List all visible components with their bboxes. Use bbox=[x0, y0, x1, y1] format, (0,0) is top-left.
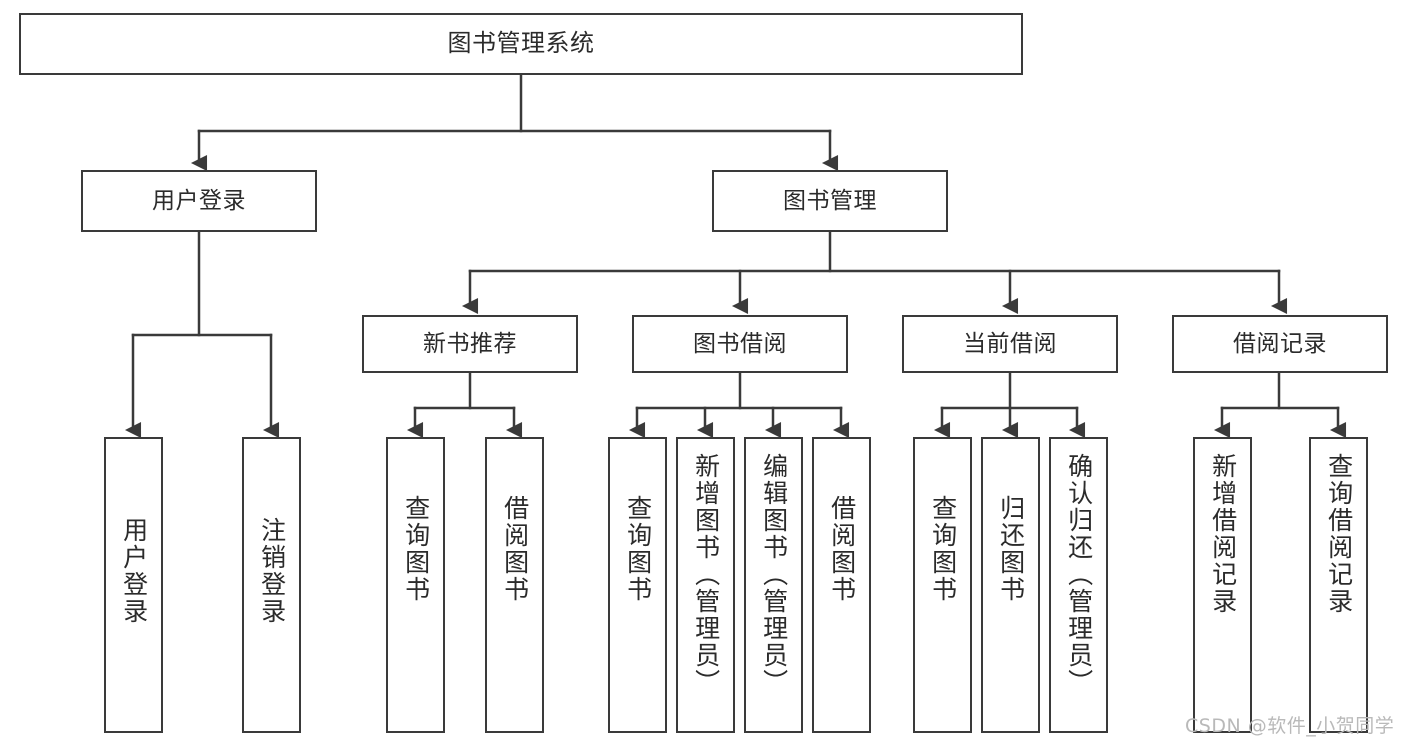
node-label: 新书推荐 bbox=[423, 330, 517, 357]
node-label: 图书管理系统 bbox=[447, 29, 595, 58]
node-label: 查询图书 bbox=[623, 495, 653, 603]
leaf-current-borrow-return[interactable]: 归还图书 bbox=[981, 437, 1040, 733]
leaf-current-borrow-query[interactable]: 查询图书 bbox=[913, 437, 972, 733]
leaf-book-borrow-edit[interactable]: 编辑图书（管理员） bbox=[744, 437, 803, 733]
leaf-user-login-logout[interactable]: 注销登录 bbox=[242, 437, 301, 733]
leaf-book-borrow-add[interactable]: 新增图书（管理员） bbox=[676, 437, 735, 733]
node-borrow-record[interactable]: 借阅记录 bbox=[1172, 315, 1388, 373]
leaf-current-borrow-confirm[interactable]: 确认归还（管理员） bbox=[1049, 437, 1108, 733]
node-label: 当前借阅 bbox=[963, 330, 1057, 357]
csdn-watermark: CSDN @软件_小贺同学 bbox=[1185, 715, 1395, 737]
node-label: 借阅图书 bbox=[500, 495, 530, 603]
node-label: 归还图书 bbox=[996, 495, 1026, 603]
leaf-new-book-borrow[interactable]: 借阅图书 bbox=[485, 437, 544, 733]
leaf-borrow-record-add[interactable]: 新增借阅记录 bbox=[1193, 437, 1252, 733]
node-label: 新增图书（管理员） bbox=[691, 453, 721, 696]
node-label: 注销登录 bbox=[257, 517, 287, 625]
node-current-borrow[interactable]: 当前借阅 bbox=[902, 315, 1118, 373]
node-label: 新增借阅记录 bbox=[1208, 453, 1238, 615]
node-label: 查询借阅记录 bbox=[1324, 453, 1354, 615]
node-book-management[interactable]: 图书管理 bbox=[712, 170, 948, 232]
node-label: 借阅记录 bbox=[1233, 330, 1327, 357]
node-label: 图书借阅 bbox=[693, 330, 787, 357]
node-label: 图书管理 bbox=[783, 187, 877, 214]
node-label: 编辑图书（管理员） bbox=[759, 453, 789, 696]
node-root-system[interactable]: 图书管理系统 bbox=[19, 13, 1023, 75]
node-book-borrow[interactable]: 图书借阅 bbox=[632, 315, 848, 373]
node-new-book-recommend[interactable]: 新书推荐 bbox=[362, 315, 578, 373]
leaf-user-login-login[interactable]: 用户登录 bbox=[104, 437, 163, 733]
node-label: 查询图书 bbox=[928, 495, 958, 603]
node-user-login[interactable]: 用户登录 bbox=[81, 170, 317, 232]
leaf-borrow-record-query[interactable]: 查询借阅记录 bbox=[1309, 437, 1368, 733]
node-label: 查询图书 bbox=[401, 495, 431, 603]
node-label: 用户登录 bbox=[152, 187, 246, 214]
node-label: 用户登录 bbox=[119, 517, 149, 625]
node-label: 确认归还（管理员） bbox=[1064, 453, 1094, 696]
leaf-book-borrow-query[interactable]: 查询图书 bbox=[608, 437, 667, 733]
leaf-new-book-query[interactable]: 查询图书 bbox=[386, 437, 445, 733]
leaf-book-borrow-borrow[interactable]: 借阅图书 bbox=[812, 437, 871, 733]
node-label: 借阅图书 bbox=[827, 495, 857, 603]
